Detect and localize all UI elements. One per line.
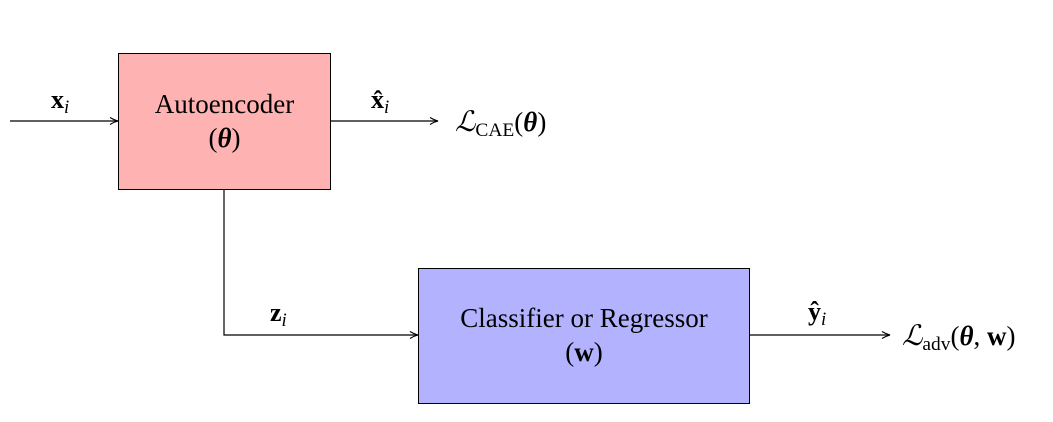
adv-loss-label: ℒadv(θ, w) <box>902 319 1016 356</box>
cae-loss-label: ℒCAE(θ) <box>455 105 547 142</box>
latent-arrow <box>223 189 419 339</box>
classifier-title: Classifier or Regressor <box>460 303 708 334</box>
autoencoder-title: Autoencoder <box>154 88 295 119</box>
prediction-label: ŷi <box>808 297 827 331</box>
classifier-param: (w) <box>565 337 603 367</box>
autoencoder-box: Autoencoder (θ) <box>118 53 331 190</box>
input-label: xi <box>51 85 70 119</box>
autoencoder-param: (θ) <box>208 122 241 153</box>
reconstruction-label: x̂i <box>371 85 390 119</box>
latent-label: zi <box>270 298 287 332</box>
classifier-box: Classifier or Regressor (w) <box>418 268 750 404</box>
